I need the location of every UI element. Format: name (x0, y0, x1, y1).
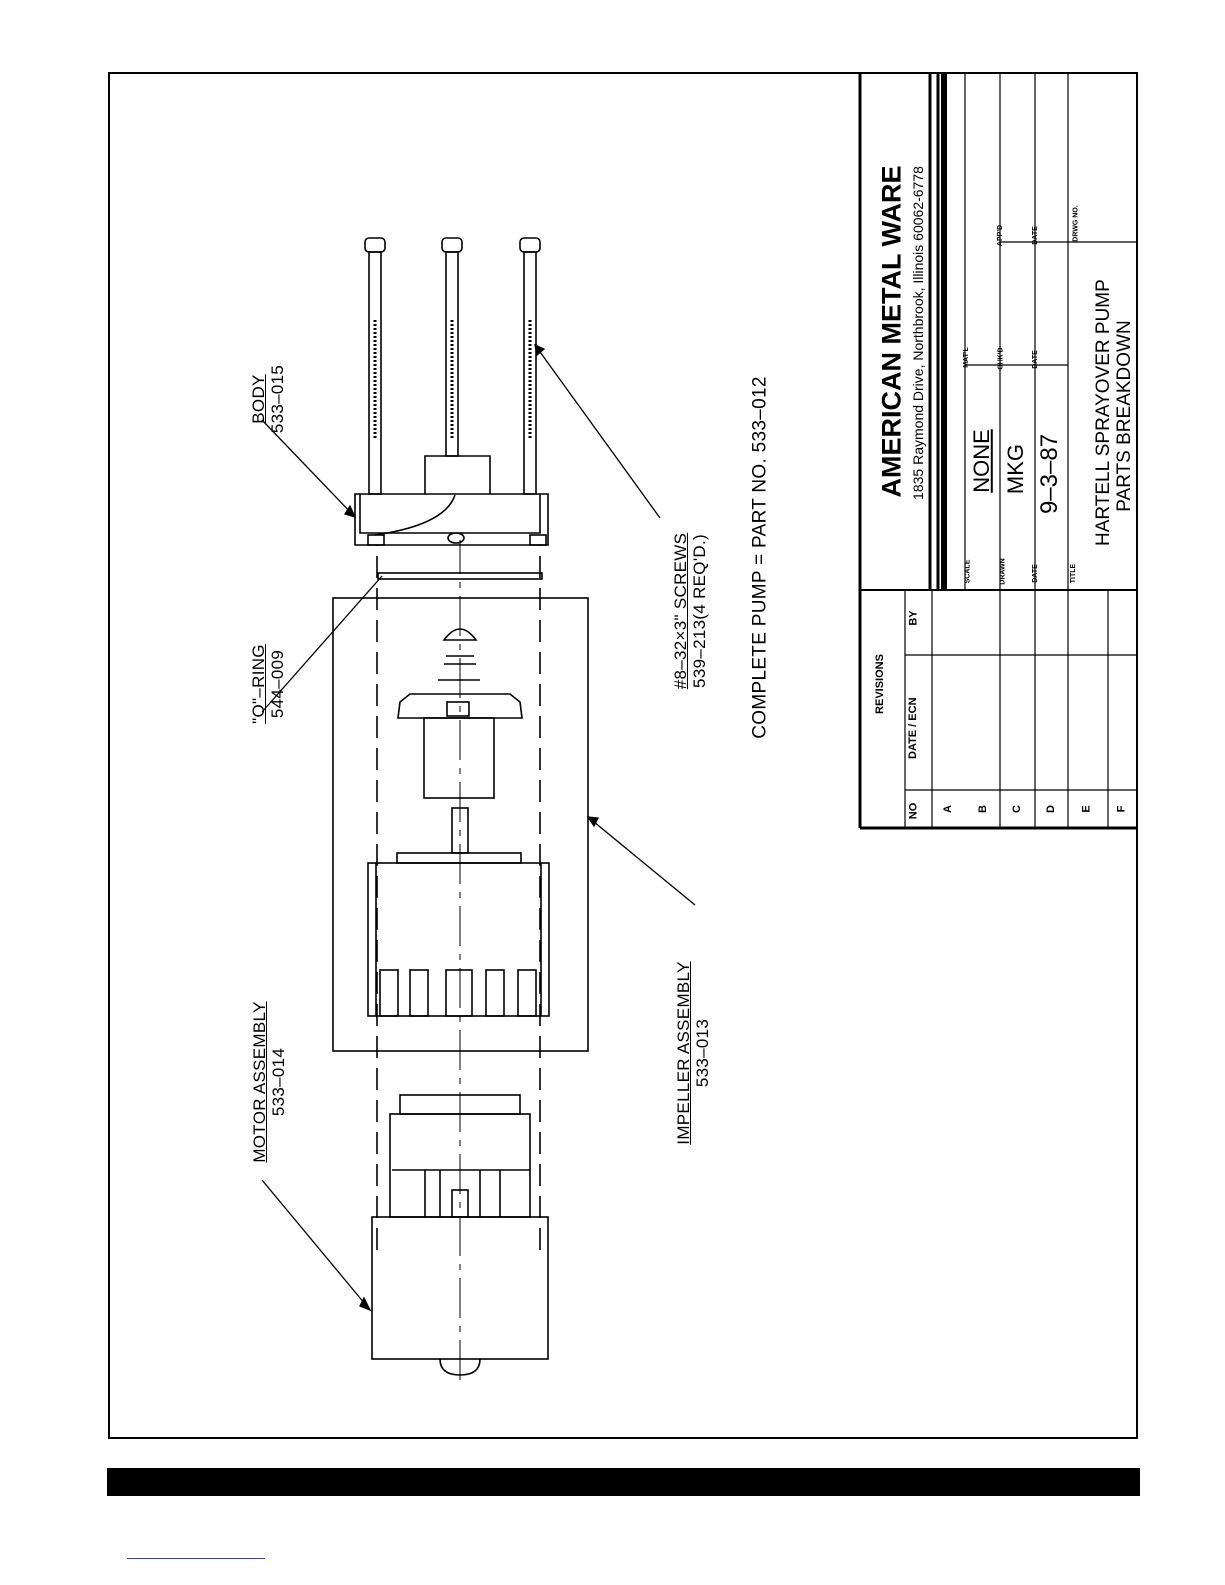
drawing-frame (108, 72, 1138, 1439)
footer-underline (127, 1558, 265, 1559)
drawn-label: DRAWN (999, 558, 1007, 585)
rev-row-a: A (941, 805, 954, 813)
rev-row-b: B (976, 805, 989, 813)
screws (364, 237, 541, 495)
appd-label: APP'D (997, 224, 1005, 247)
matl-label: MAT'L (962, 347, 970, 368)
impeller-fins (379, 969, 537, 1017)
leader-screws (534, 344, 661, 519)
company-name: AMERICAN METAL WARE (876, 165, 907, 498)
company-address: 1835 Raymond Drive, Northbrook, Illinois… (910, 166, 926, 500)
date2-label: DATE (1031, 350, 1039, 369)
col-date-ecn: DATE / ECN (907, 697, 919, 759)
col-by: BY (907, 610, 920, 626)
rev-row-f: F (1115, 805, 1128, 813)
drawing-title-line2: PARTS BREAKDOWN (1114, 320, 1135, 512)
chkd-label: CHK'D (997, 347, 1005, 370)
date-value: 9–3–87 (1036, 433, 1064, 515)
col-no: NO (907, 802, 920, 820)
scale-label: SCALE (964, 559, 972, 584)
impeller-blades (397, 693, 523, 719)
rev-row-e: E (1080, 805, 1093, 813)
leader-body (261, 419, 356, 518)
date3-label: DATE (1031, 226, 1039, 245)
bottom-black-bar (107, 1468, 1140, 1496)
date-label: DATE (1031, 564, 1039, 583)
leader-oring (261, 575, 383, 713)
drawing-title-line1: HARTELL SPRAYOVER PUMP (1093, 279, 1114, 546)
rev-row-c: C (1010, 805, 1023, 813)
title-label: TITLE (1070, 563, 1078, 584)
revisions-header: REVISIONS (874, 654, 886, 714)
rev-row-d: D (1044, 805, 1057, 813)
pump-body (354, 493, 549, 546)
scale-value: NONE (968, 429, 994, 493)
leader-motor (261, 1179, 371, 1311)
drwg-no-label: DRWG NO. (1072, 205, 1080, 242)
leader-impeller (587, 816, 696, 906)
drawn-value: MKG (1003, 443, 1029, 495)
